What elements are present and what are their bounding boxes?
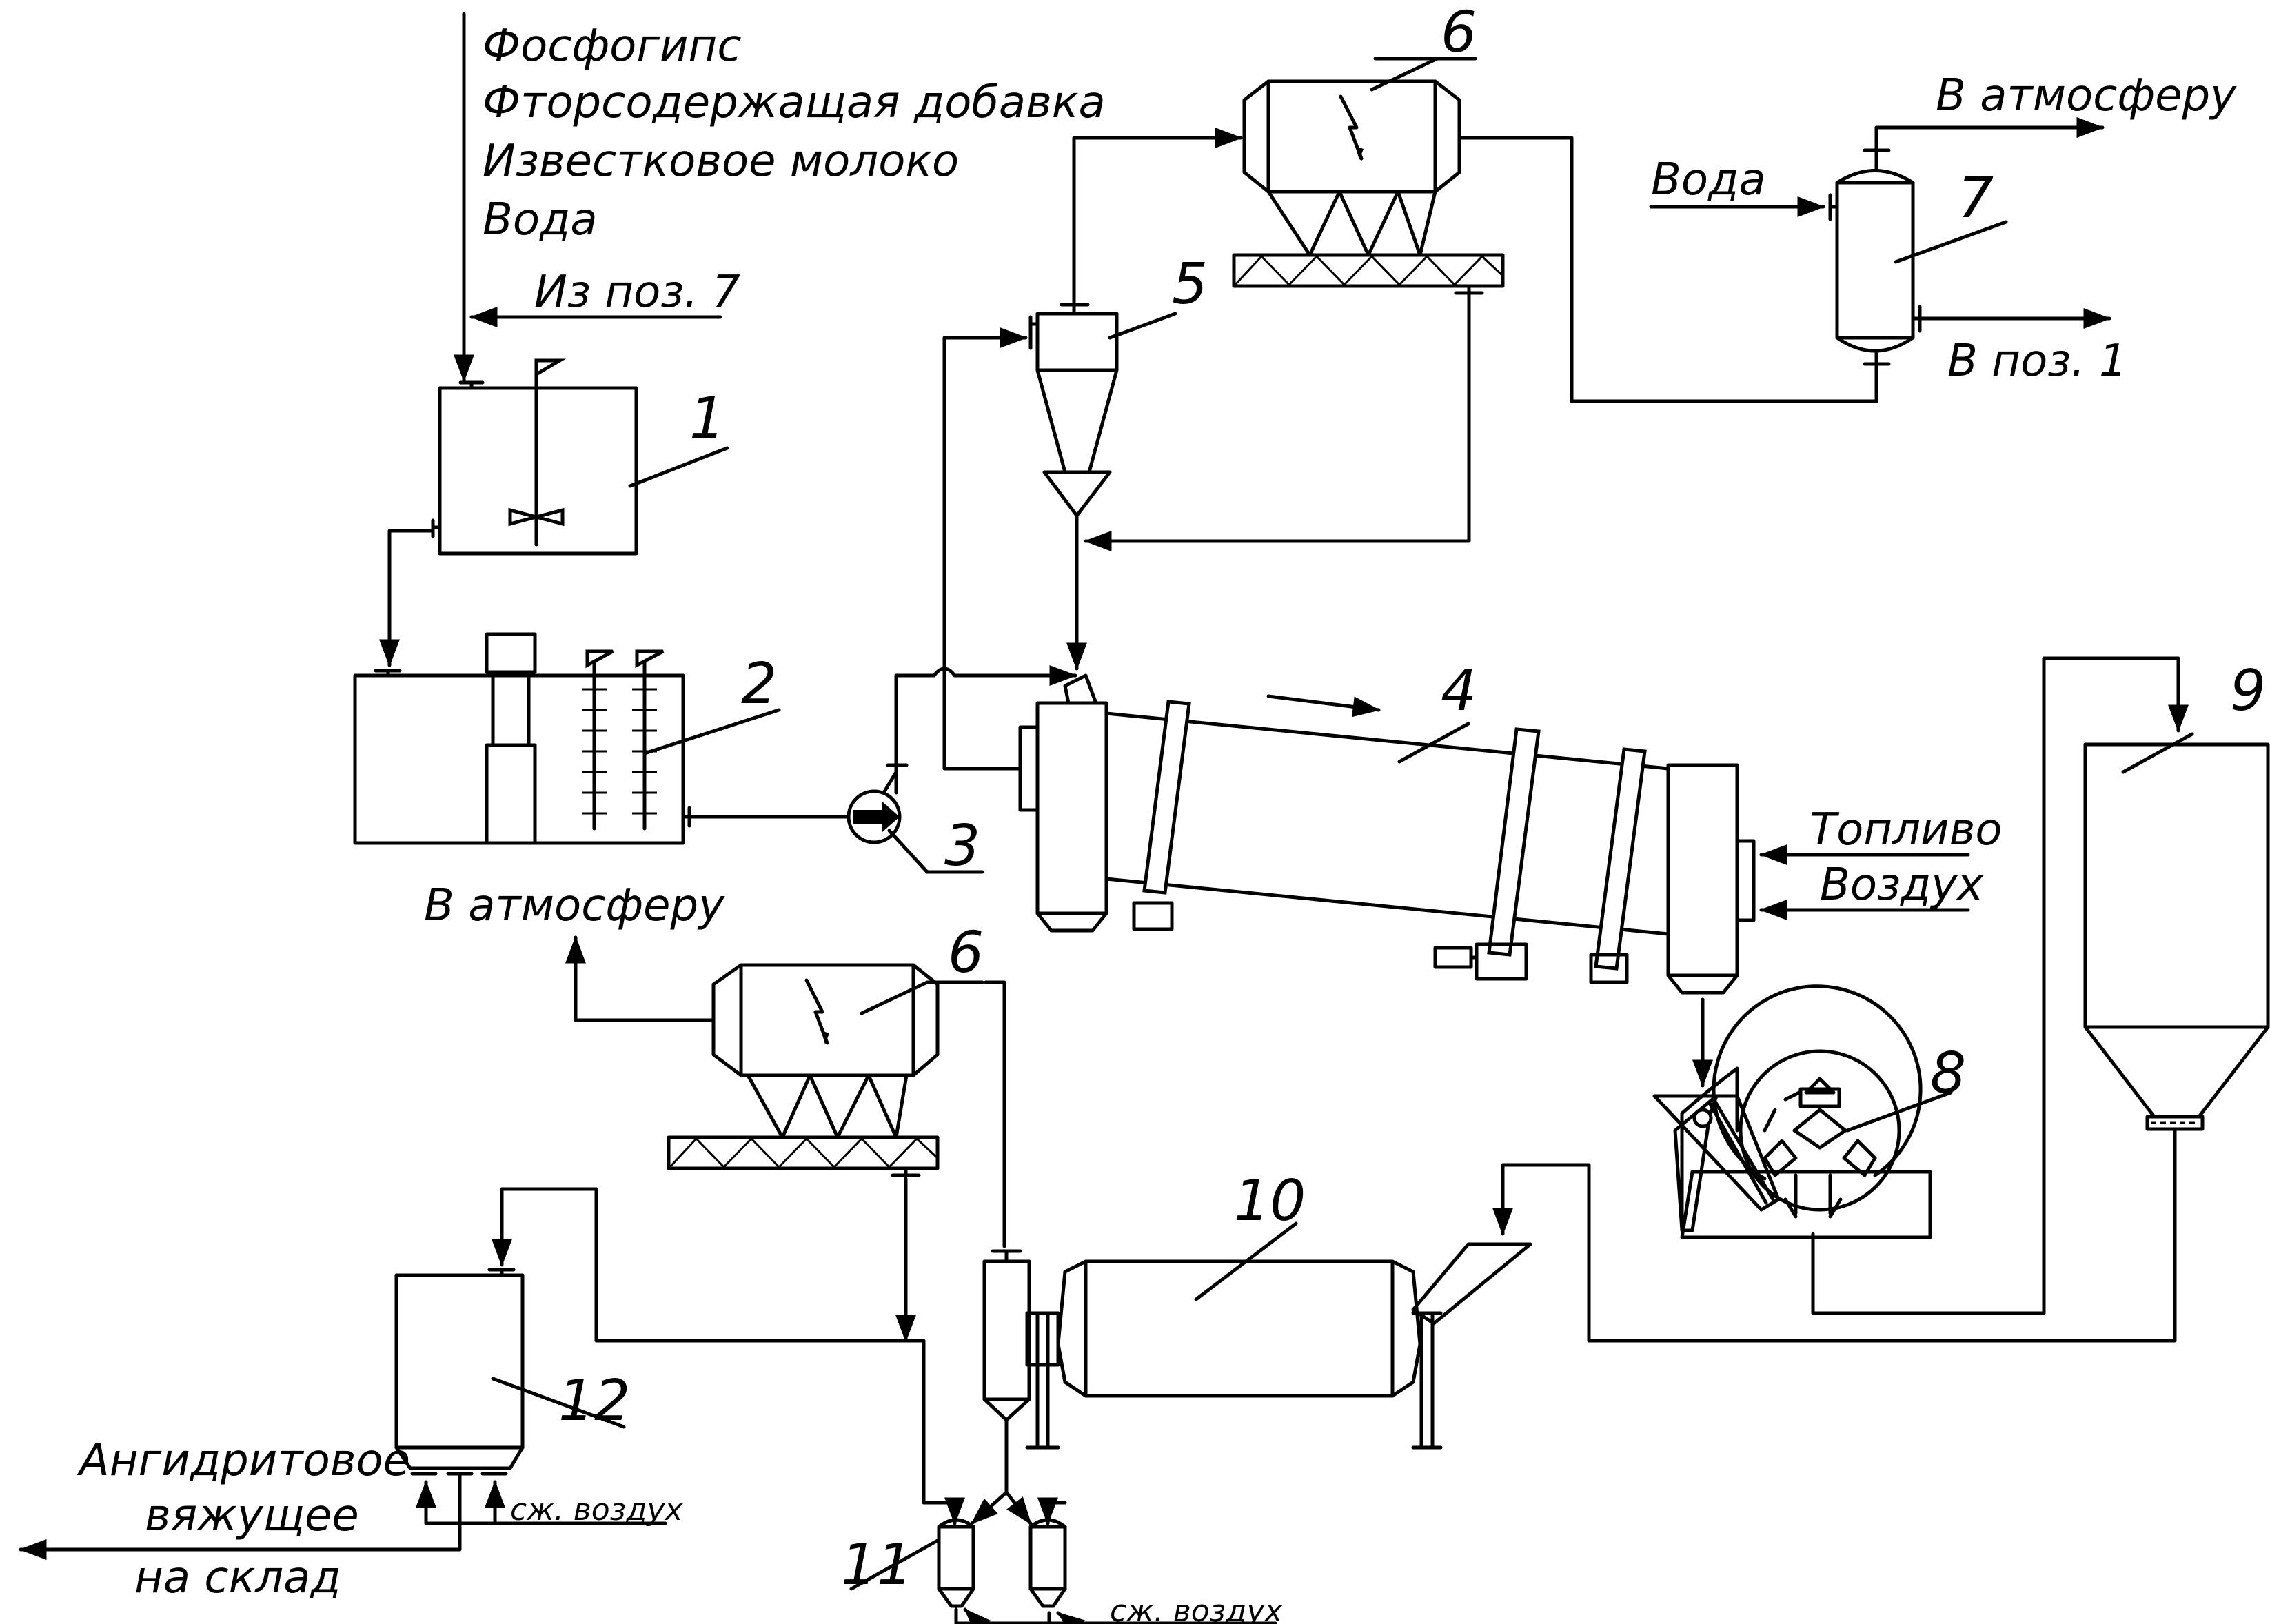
label-water-scrubber: Вода xyxy=(1651,154,1766,205)
position-number-3: 3 xyxy=(944,813,980,879)
input-label-lime-milk: Известковое молоко xyxy=(483,136,959,187)
label-product-line1: Ангидритовое xyxy=(77,1435,410,1486)
label-to-atmosphere-top: В атмосферу xyxy=(1936,70,2237,121)
position-number-6-bottom: 6 xyxy=(948,920,984,986)
input-label-fluorine-additive: Фторсодержащая добавка xyxy=(483,77,1106,128)
cooling-column xyxy=(982,1249,1031,1422)
position-number-9: 9 xyxy=(2230,658,2266,724)
flow-lines xyxy=(19,12,2189,1624)
label-to-atmosphere-left: В атмосферу xyxy=(424,880,725,931)
position-number-7: 7 xyxy=(1958,165,1994,231)
position-number-5: 5 xyxy=(1172,252,1208,317)
label-product-line2: вяжущее xyxy=(145,1490,359,1541)
scrubber-7 xyxy=(1828,148,2008,366)
mixer-tank-1 xyxy=(431,358,729,556)
silo-9 xyxy=(2083,732,2270,1131)
input-label-phosphogypsum: Фосфогипс xyxy=(483,21,742,72)
label-product-line3: на склад xyxy=(134,1552,341,1603)
cyclone-5 xyxy=(1028,303,1177,518)
position-numbers: 1 2 3 4 5 6 6 7 8 9 10 11 12 xyxy=(558,0,2266,1598)
silo-12 xyxy=(394,1268,626,1476)
tank-2 xyxy=(353,632,781,845)
rotary-kiln-4 xyxy=(1018,673,1756,995)
label-fuel: Топливо xyxy=(1810,804,2002,855)
text-labels: Фосфогипс Фторсодержащая добавка Известк… xyxy=(77,21,2237,1624)
position-number-10: 10 xyxy=(1234,1168,1306,1234)
drum-10 xyxy=(1025,1221,1532,1450)
position-number-12: 12 xyxy=(558,1368,630,1434)
label-compressed-air-12: сж. воздух xyxy=(510,1492,684,1527)
electrofilter-6-top xyxy=(1232,57,1505,295)
position-number-2: 2 xyxy=(741,651,777,717)
position-number-4: 4 xyxy=(1441,658,1477,724)
crusher-8 xyxy=(1652,984,1953,1239)
electrofilter-6-bottom xyxy=(667,963,984,1177)
position-number-6-top: 6 xyxy=(1441,0,1477,65)
position-number-8: 8 xyxy=(1930,1041,1966,1106)
label-from-pos7: Из поз. 7 xyxy=(534,267,740,318)
position-number-1: 1 xyxy=(689,386,725,451)
label-to-pos1: В поз. 1 xyxy=(1947,336,2127,387)
input-label-water: Вода xyxy=(483,194,598,245)
position-number-11: 11 xyxy=(841,1532,913,1598)
label-compressed-air-11: сж. воздух xyxy=(1110,1594,1284,1624)
label-air: Воздух xyxy=(1820,860,1984,911)
